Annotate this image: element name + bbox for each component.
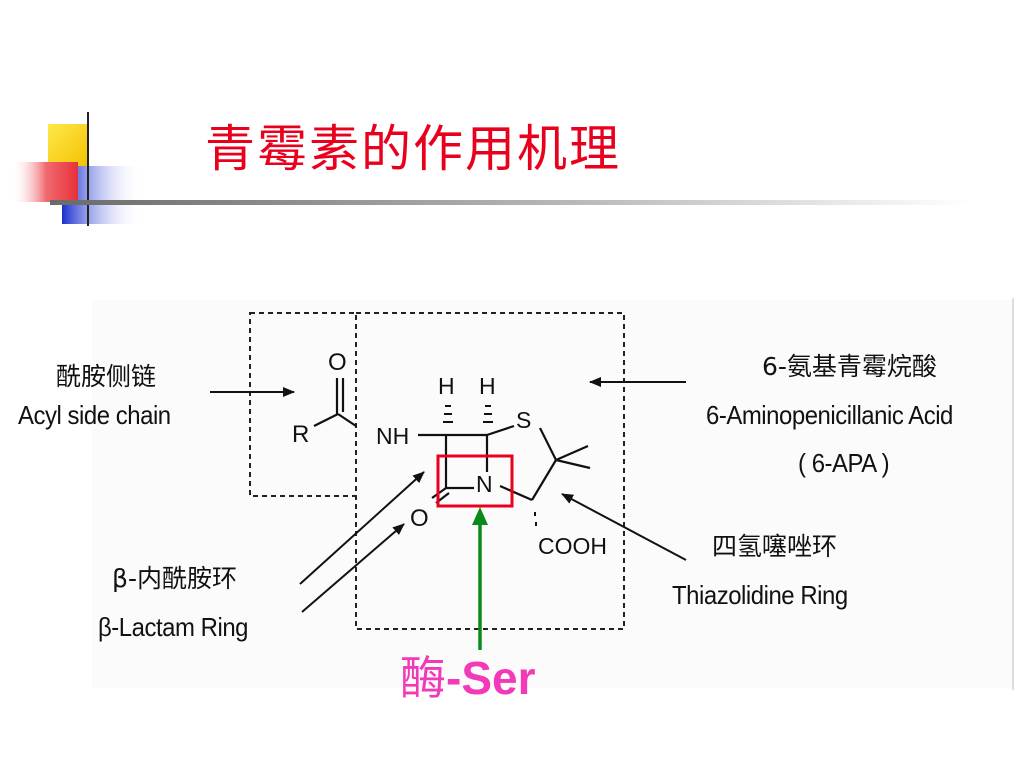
atom-r: R bbox=[292, 421, 309, 448]
lactam-highlight-box bbox=[436, 454, 514, 508]
enzyme-ser-label: 酶-Ser bbox=[400, 655, 535, 701]
apa-label-cn: 6-氨基青霉烷酸 bbox=[762, 352, 937, 381]
deco-yellow-square bbox=[48, 124, 88, 166]
acyl-dashed-box bbox=[249, 312, 357, 497]
apa-label-abbr: ( 6-APA ) bbox=[798, 448, 890, 478]
deco-red-bar bbox=[14, 162, 78, 202]
title-rule bbox=[50, 200, 970, 205]
atom-o-top: O bbox=[328, 349, 347, 376]
thiazolidine-label-cn: 四氢噻唑环 bbox=[712, 532, 838, 561]
apa-dashed-box bbox=[355, 312, 625, 630]
acyl-label-cn: 酰胺侧链 bbox=[56, 362, 157, 391]
stereo-hash-bonds bbox=[443, 405, 537, 526]
arrow-lactam-1 bbox=[299, 471, 425, 585]
atom-o-bottom: O bbox=[410, 505, 429, 532]
thiazolidine-label-en: Thiazolidine Ring bbox=[672, 580, 848, 610]
enzyme-label-en: -Ser bbox=[446, 652, 536, 704]
atom-nh: NH bbox=[376, 423, 409, 449]
enzyme-label-cn: 酶 bbox=[400, 651, 446, 705]
apa-label-en: 6-Aminopenicillanic Acid bbox=[706, 400, 953, 430]
atom-n: N bbox=[476, 471, 493, 497]
atom-cooh: COOH bbox=[538, 533, 607, 559]
title-decoration bbox=[14, 112, 970, 226]
page-title: 青霉素的作用机理 bbox=[205, 120, 621, 178]
atom-h-right: H bbox=[479, 373, 496, 399]
figure-background bbox=[92, 300, 1014, 688]
lactam-label-en: β-Lactam Ring bbox=[98, 612, 249, 642]
arrow-lactam-2 bbox=[301, 523, 405, 613]
pointer-arrows bbox=[210, 377, 687, 613]
lactam-label-cn: β-内酰胺环 bbox=[112, 564, 237, 593]
atom-h-left: H bbox=[438, 373, 455, 399]
arrow-thiazolidine bbox=[561, 493, 687, 561]
atom-s: S bbox=[516, 407, 531, 433]
acyl-label-en: Acyl side chain bbox=[18, 400, 171, 430]
